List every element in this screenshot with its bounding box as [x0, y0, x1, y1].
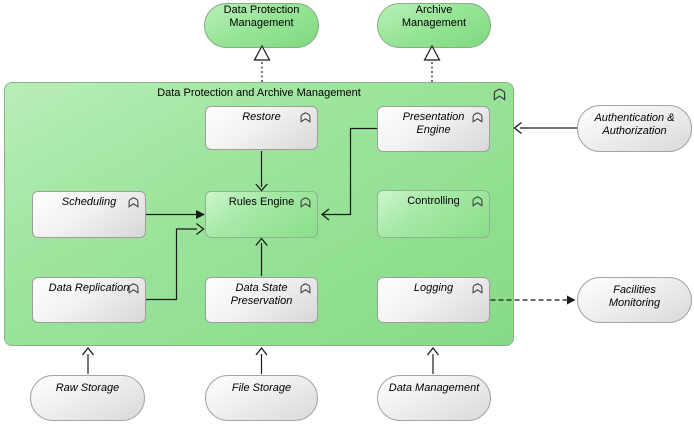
component-data-state-preservation[interactable]: Data State Preservation	[205, 277, 318, 323]
function-icon	[300, 283, 311, 294]
service-raw-storage[interactable]: Raw Storage	[30, 375, 145, 421]
node-label: Presentation Engine	[402, 111, 465, 137]
service-data-protection-management[interactable]: Data Protection Management	[204, 3, 319, 48]
function-icon	[300, 112, 311, 123]
group-title: Data Protection and Archive Management	[157, 87, 361, 99]
node-label: File Storage	[231, 382, 292, 394]
service-file-storage[interactable]: File Storage	[205, 375, 318, 421]
component-logging[interactable]: Logging	[377, 277, 490, 323]
node-label: Authentication & Authorization	[594, 112, 675, 138]
node-label: Data Management	[388, 382, 480, 394]
edge-realization-archive-management	[423, 44, 441, 82]
service-authentication-authorization[interactable]: Authentication & Authorization	[577, 105, 692, 152]
service-data-management[interactable]: Data Management	[377, 375, 491, 421]
node-label: Rules Engine	[228, 196, 295, 208]
node-label: Data State Preservation	[230, 282, 293, 308]
function-icon	[128, 197, 139, 208]
edge-raw-storage-to-container	[81, 346, 95, 374]
component-scheduling[interactable]: Scheduling	[32, 191, 146, 238]
function-icon	[472, 196, 483, 207]
node-label: Controlling	[407, 195, 460, 207]
component-presentation-engine[interactable]: Presentation Engine	[377, 106, 490, 152]
component-data-replication[interactable]: Data Replication	[32, 277, 146, 323]
node-label: Archive Management	[401, 4, 467, 30]
component-rules-engine[interactable]: Rules Engine	[205, 191, 318, 238]
node-label: Scheduling	[61, 196, 117, 208]
function-icon	[472, 112, 483, 123]
node-label: Data Replication	[48, 282, 130, 294]
component-restore[interactable]: Restore	[205, 106, 318, 150]
function-icon	[128, 283, 139, 294]
edge-realization-data-protection-management	[253, 44, 271, 82]
function-icon	[300, 197, 311, 208]
node-label: Logging	[413, 282, 454, 294]
function-icon	[472, 283, 483, 294]
edge-authentication-to-container	[513, 121, 577, 135]
service-archive-management[interactable]: Archive Management	[377, 3, 491, 48]
node-label: Restore	[242, 111, 281, 123]
edge-data-management-to-container	[426, 346, 440, 374]
edge-file-storage-to-container	[255, 346, 268, 374]
component-controlling[interactable]: Controlling	[377, 190, 490, 238]
node-label: Raw Storage	[55, 382, 120, 394]
node-label: Data Protection Management	[223, 4, 300, 30]
node-label: Facilities Monitoring	[608, 284, 661, 310]
function-icon	[493, 88, 506, 101]
service-facilities-monitoring[interactable]: Facilities Monitoring	[577, 277, 692, 323]
